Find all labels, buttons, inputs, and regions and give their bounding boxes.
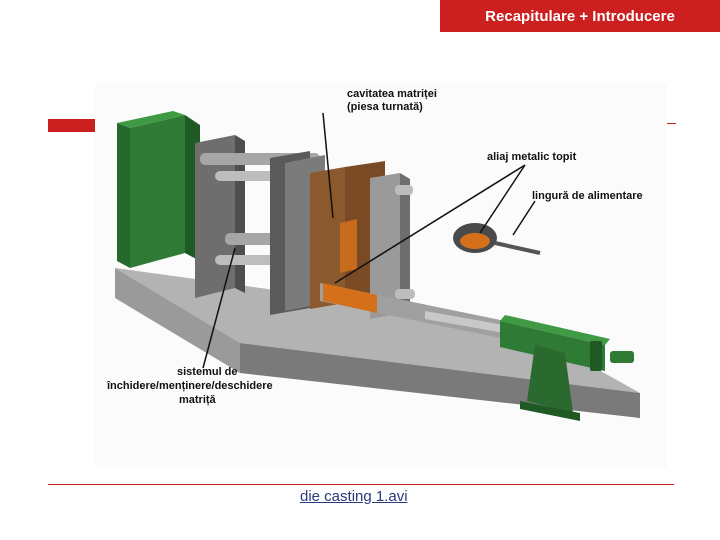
injection-foot: [520, 401, 580, 421]
cylinder-end: [610, 351, 634, 363]
leader-cavity: [322, 112, 334, 219]
molten-metal-in-sleeve: [323, 283, 377, 313]
clamp-block-left: [117, 123, 130, 268]
leader-ladle: [512, 200, 536, 236]
tie-bar-right-bottom: [395, 289, 415, 299]
accent-line: [664, 123, 676, 124]
leader-alloy: [334, 164, 526, 284]
ladle-metal: [460, 233, 490, 249]
machine-base-top: [115, 268, 640, 393]
label-alloy: aliaj metalic topit: [487, 151, 577, 163]
ladle-icon: [453, 223, 541, 255]
plunger-rod: [425, 311, 515, 335]
stationary-plate-dark: [400, 173, 410, 313]
injection-cylinder-top: [500, 315, 610, 345]
clamp-block-top: [117, 111, 185, 128]
stationary-plate: [370, 173, 400, 319]
bottom-rule: [48, 484, 674, 485]
label-cavity-2: (piesa turnată): [347, 101, 423, 113]
leader-system: [202, 247, 236, 369]
die-cavity: [340, 219, 357, 273]
die-half-left: [310, 167, 345, 309]
slide-title: Recapitulare + Introducere: [485, 7, 675, 25]
tie-bar-right-top: [395, 185, 413, 195]
clamp-block-front: [130, 115, 185, 268]
accent-block: [48, 119, 98, 132]
label-system-2: închidere/menținere/deschidere: [106, 380, 273, 392]
slide-header: Recapitulare + Introducere: [440, 0, 720, 32]
die-casting-machine-diagram: cavitatea matriței (piesa turnată) aliaj…: [106, 88, 643, 421]
injection-support: [527, 345, 573, 413]
ladle-handle: [494, 241, 541, 255]
label-ladle: lingură de alimentare: [532, 190, 643, 202]
label-system-1: sistemul de: [177, 366, 238, 378]
injection-cylinder: [500, 321, 605, 371]
label-system-3: matriță: [179, 394, 217, 406]
cylinder-flange: [590, 341, 602, 371]
label-cavity-1: cavitatea matriței: [347, 88, 437, 100]
leader-alloy-ladle: [479, 164, 526, 234]
video-link[interactable]: die casting 1.avi: [300, 488, 408, 505]
